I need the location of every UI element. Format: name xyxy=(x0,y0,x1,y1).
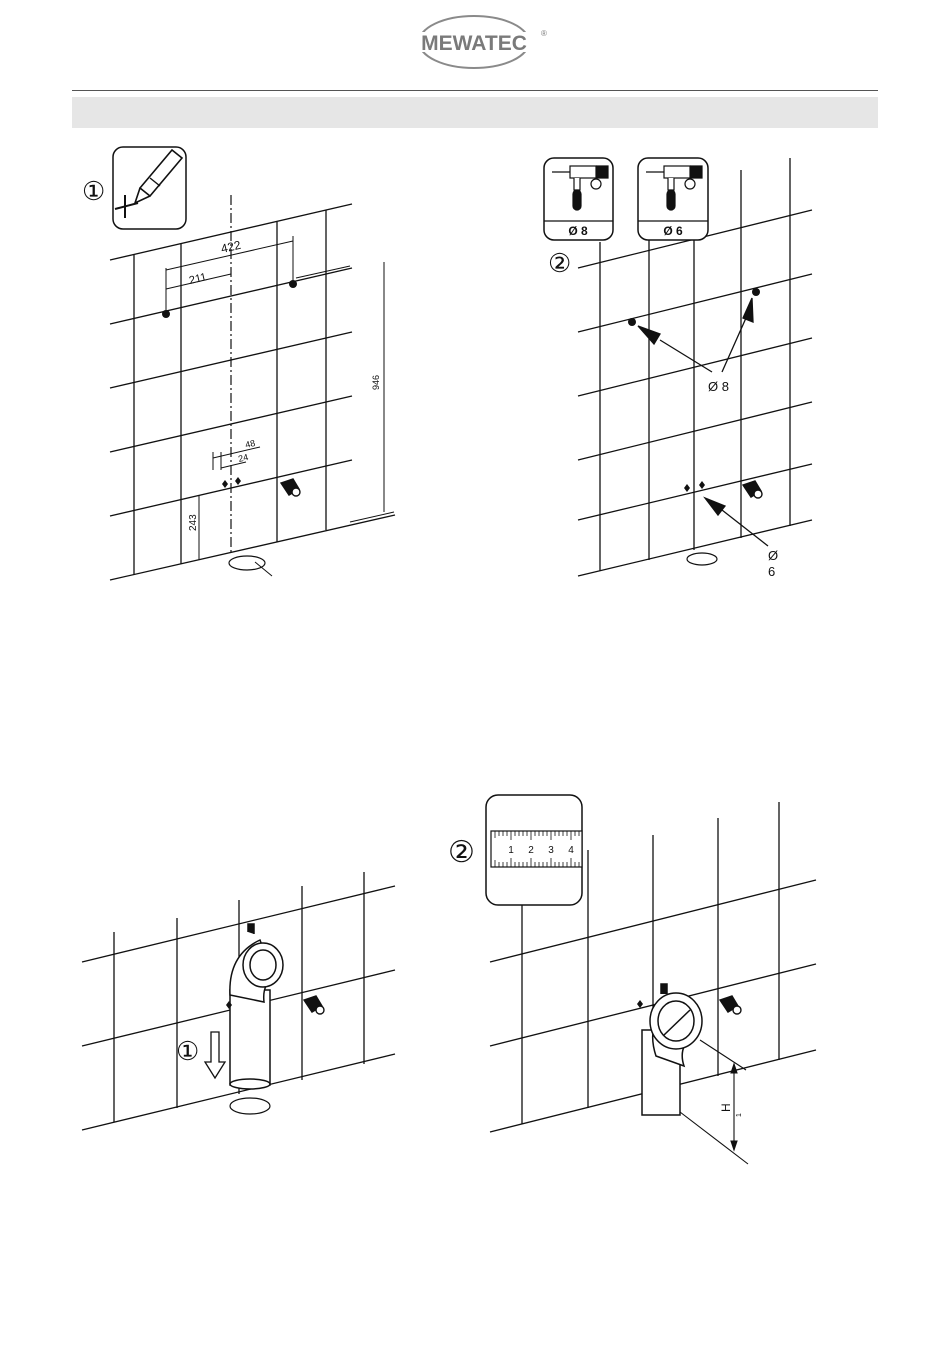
height-dimension xyxy=(680,1040,748,1164)
height-h1-subscript: 1 xyxy=(736,1113,743,1117)
drain-pipe-elbow xyxy=(642,984,702,1115)
ruler-label-4: 4 xyxy=(568,845,574,856)
water-valve-icon xyxy=(720,996,741,1014)
ruler-label-2: 2 xyxy=(528,845,534,856)
step-number-2: ② xyxy=(448,836,475,869)
measuring-tape-box: 1 2 3 4 xyxy=(486,795,582,905)
height-h1-label: H xyxy=(719,1103,733,1112)
ruler-label-3: 3 xyxy=(548,845,554,856)
hole-mark xyxy=(637,1000,643,1008)
ruler-label-1: 1 xyxy=(508,845,514,856)
